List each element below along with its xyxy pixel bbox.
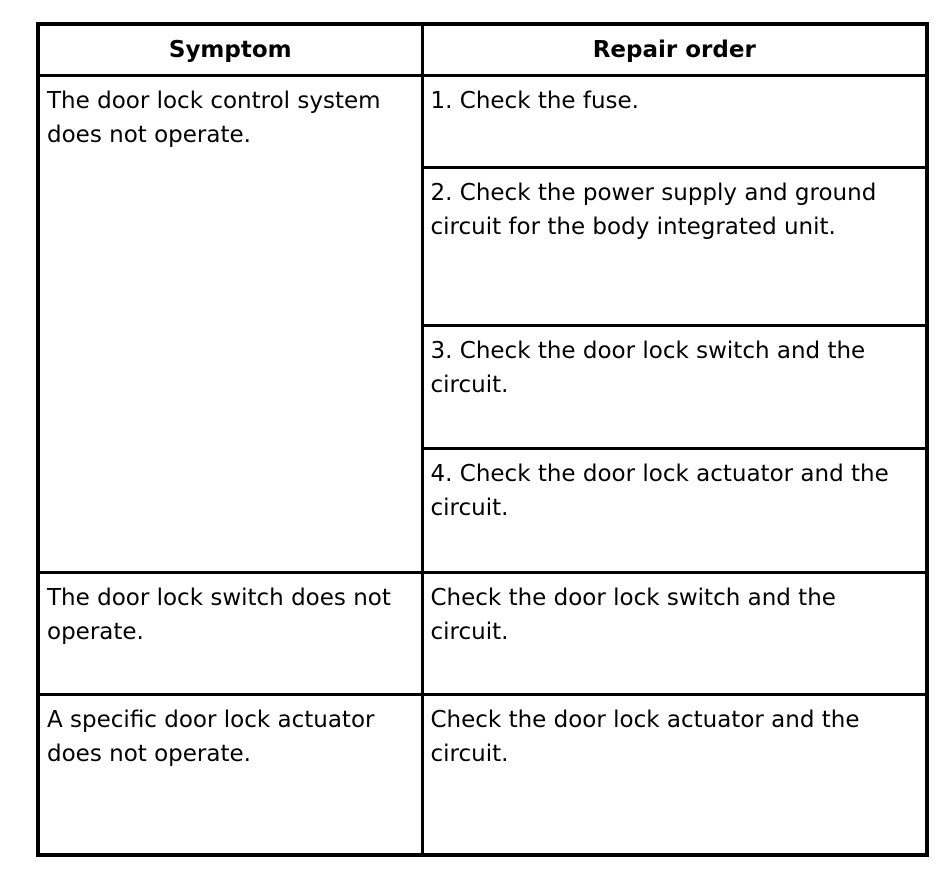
repair-cell-door-lock-switch: Check the door lock switch and the circu…: [420, 571, 929, 696]
table-row: 2. Check the power supply and ground cir…: [38, 166, 929, 327]
repair-step-cell-3: 3. Check the door lock switch and the ci…: [420, 324, 929, 450]
table-row: A specific door lock actuator does not o…: [36, 693, 929, 856]
repair-step-cell-1: 1. Check the fuse.: [420, 74, 929, 169]
symptom-cell-door-lock-control-system: The door lock control system does not op…: [36, 74, 424, 574]
table-row: 3. Check the door lock switch and the ci…: [38, 324, 929, 450]
repair-step-cell-2: 2. Check the power supply and ground cir…: [420, 166, 929, 327]
repair-step-cell-4: 4. Check the door lock actuator and the …: [420, 447, 929, 574]
repair-cell-door-lock-actuator: Check the door lock actuator and the cir…: [420, 693, 929, 856]
symptom-repair-table: Symptom Repair order The door lock contr…: [36, 22, 929, 857]
table-row: The door lock control system does not op…: [36, 74, 929, 574]
table-row: The door lock switch does not operate. C…: [36, 571, 929, 696]
symptom-cell-door-lock-actuator: A specific door lock actuator does not o…: [36, 693, 424, 856]
symptom-column-header: Symptom: [36, 22, 424, 77]
symptom-cell-door-lock-switch: The door lock switch does not operate.: [36, 571, 424, 696]
repair-order-column-header: Repair order: [420, 22, 929, 77]
table-header-row: Symptom Repair order: [36, 22, 929, 77]
table-row: 4. Check the door lock actuator and the …: [38, 447, 929, 574]
